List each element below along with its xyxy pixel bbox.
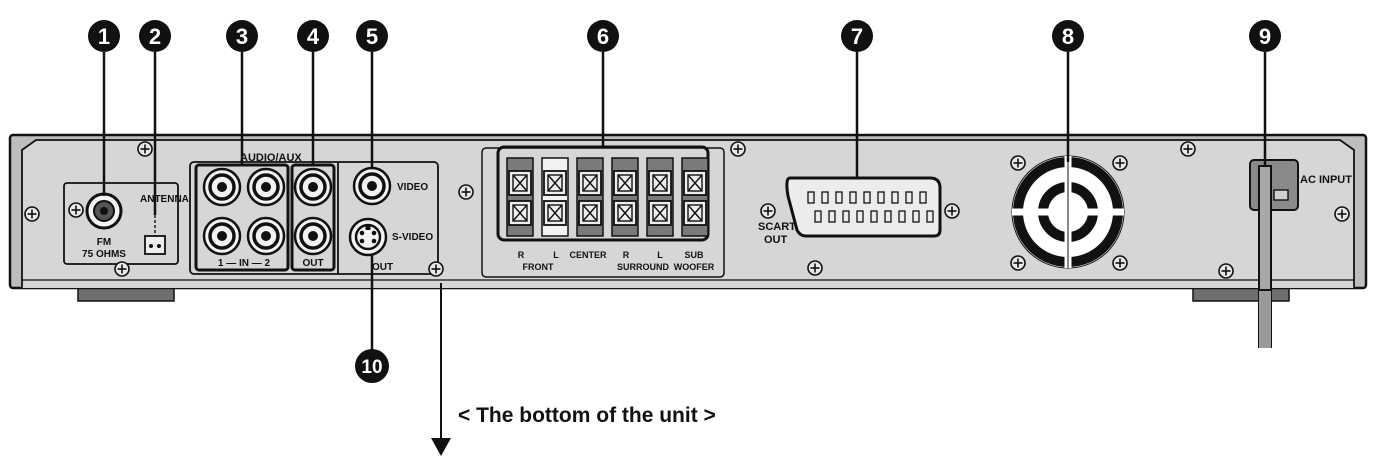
scart-connector[interactable] — [785, 176, 942, 238]
scart-out-label: OUT — [764, 234, 788, 246]
ohms-label: 75 OHMS — [82, 249, 126, 260]
svg-text:4: 4 — [307, 24, 320, 49]
svg-text:7: 7 — [851, 24, 863, 49]
callout-7: 7 — [841, 20, 873, 52]
spk-front-r-label: R — [518, 250, 525, 260]
speaker-section: R L CENTER R L SUB FRONT SURROUND WOOFER — [481, 145, 725, 278]
spk-front-l-label: L — [553, 250, 559, 260]
callout-6: 6 — [587, 20, 619, 52]
svg-text:1: 1 — [98, 24, 110, 49]
spk-surround-l-label: L — [657, 250, 663, 260]
callout-10: 10 — [355, 349, 389, 383]
spk-surround-r-label: R — [623, 250, 630, 260]
s-video-jack[interactable] — [348, 217, 388, 257]
audio-aux-label: AUDIO/AUX — [240, 152, 302, 164]
spk-sub-label: SUB — [684, 250, 704, 260]
svg-text:9: 9 — [1259, 24, 1271, 49]
bottom-arrow — [431, 283, 451, 456]
spk-center-label: CENTER — [569, 250, 607, 260]
audio-out-left-jack[interactable] — [293, 167, 333, 207]
woofer-label: WOOFER — [674, 262, 715, 272]
callout-1: 1 — [88, 20, 120, 52]
ac-input-section: AC INPUT — [1249, 159, 1352, 348]
front-label: FRONT — [523, 262, 554, 272]
svg-text:6: 6 — [597, 24, 609, 49]
audio-out-right-jack[interactable] — [293, 216, 333, 256]
audio-in-2-left-jack[interactable] — [246, 167, 286, 207]
video-out-jack[interactable] — [352, 166, 392, 206]
callout-4: 4 — [297, 20, 329, 52]
video-label: VIDEO — [397, 182, 428, 193]
audio-in-label: 1 — IN — 2 — [218, 258, 271, 269]
scart-section: SCART OUT — [758, 176, 942, 246]
svg-text:10: 10 — [361, 357, 382, 378]
s-video-label: S-VIDEO — [392, 232, 433, 243]
scart-label: SCART — [758, 221, 796, 233]
audio-in-2-right-jack[interactable] — [246, 216, 286, 256]
svg-text:5: 5 — [366, 24, 378, 49]
callout-2: 2 — [139, 20, 171, 52]
cooling-fan — [1011, 155, 1125, 269]
am-antenna-terminal[interactable] — [144, 235, 166, 255]
audio-in-1-right-jack[interactable] — [202, 216, 242, 256]
svg-text:8: 8 — [1062, 24, 1074, 49]
audio-out-label: OUT — [302, 258, 323, 269]
callout-leaders — [102, 52, 1267, 350]
callout-3: 3 — [226, 20, 258, 52]
ac-input-label: AC INPUT — [1300, 174, 1352, 186]
s-video-out-label: OUT — [372, 262, 393, 273]
speaker-terminals[interactable] — [506, 157, 709, 237]
bottom-caption: < The bottom of the unit > — [458, 404, 716, 427]
surround-label: SURROUND — [617, 262, 670, 272]
callout-8: 8 — [1052, 20, 1084, 52]
callout-9: 9 — [1249, 20, 1281, 52]
ac-inlet[interactable] — [1249, 159, 1299, 211]
fm-label: FM — [97, 237, 111, 248]
antenna-label: ANTENNA — [140, 194, 189, 205]
svg-text:2: 2 — [149, 24, 161, 49]
audio-in-1-left-jack[interactable] — [202, 167, 242, 207]
svg-text:3: 3 — [236, 24, 248, 49]
callout-5: 5 — [356, 20, 388, 52]
